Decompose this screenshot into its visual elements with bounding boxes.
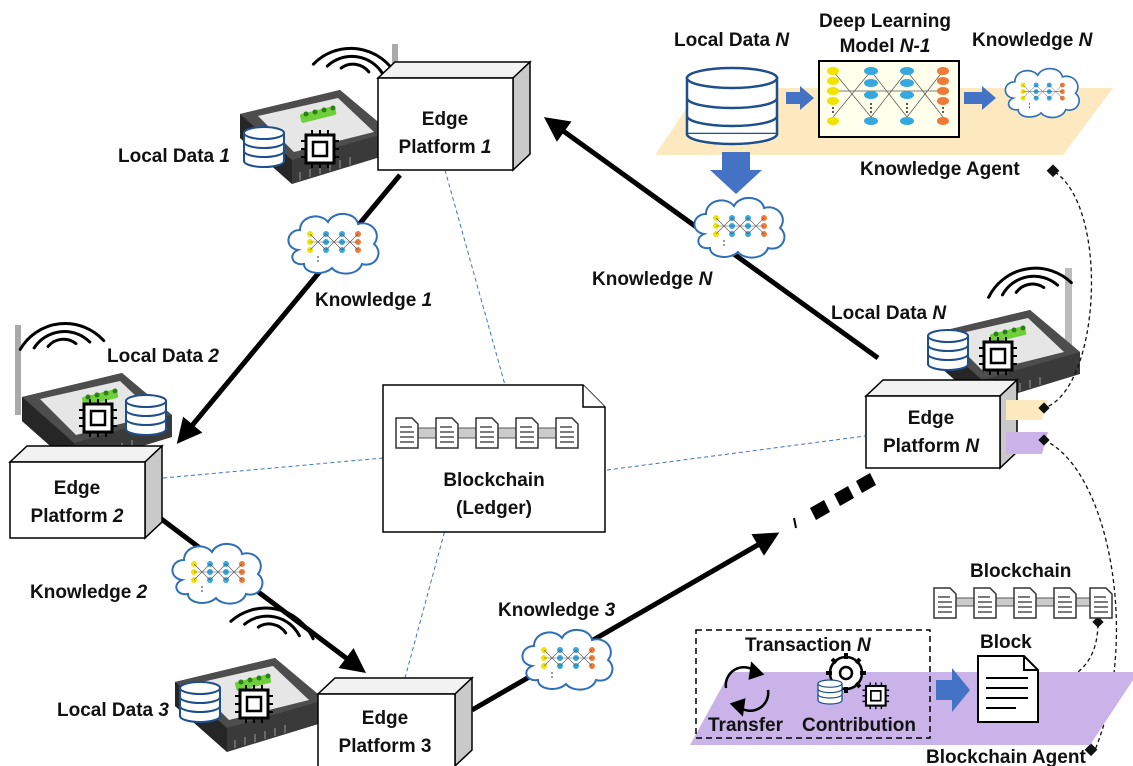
to-model-arrow (786, 86, 814, 110)
ledger-link-n (606, 435, 866, 471)
local-data-3-db-icon (179, 681, 221, 723)
knowledge-3-label: Knowledge 3 (498, 600, 616, 621)
edge-1-line1: Edge (422, 109, 468, 130)
blockchain-chain-icon (933, 587, 1113, 619)
blockchain-agent-tab (1006, 432, 1048, 454)
agent-local-data-label: Local Data N (674, 30, 790, 51)
local-data-3-label: Local Data 3 (57, 700, 169, 721)
arrow-2-to-3 (158, 516, 366, 674)
router-1 (239, 41, 402, 185)
edge-1-line2: Platform 1 (399, 137, 492, 158)
contribution-icon (817, 653, 891, 711)
to-block-arrow (936, 668, 970, 712)
blockchain-agent-title: Blockchain Agent (926, 747, 1086, 766)
knowledge-agent-panel: Local Data N Deep Learning Model N-1 Kno… (655, 11, 1113, 180)
deep-learning-model-icon (818, 60, 960, 138)
transfer-icon (724, 661, 770, 717)
router-3 (174, 598, 326, 753)
ledger-link-1 (444, 169, 506, 386)
block-document-icon (977, 655, 1039, 723)
blockchain-chain-label: Blockchain (970, 561, 1071, 582)
local-data-n-label: Local Data N (831, 303, 947, 324)
edge-2-line2: Platform 2 (31, 506, 124, 527)
edge-1-chip-icon (299, 128, 341, 170)
local-data-2-db-icon (125, 394, 167, 436)
knowledge-n-cloud-icon-flow (693, 196, 786, 259)
knowledge-agent-tab (1006, 400, 1048, 420)
edge-n-chip-icon (977, 335, 1019, 377)
contribution-label: Contribution (802, 715, 916, 736)
arrow-1-to-2 (176, 173, 402, 444)
local-data-n-db-icon (927, 329, 969, 371)
knowledge-3-cloud-icon (521, 628, 614, 691)
edge-platform-3[interactable]: Edge Platform 3 (316, 676, 474, 766)
edge-3-line2: Platform 3 (339, 736, 432, 757)
local-data-n-database-icon (685, 66, 779, 146)
knowledge-n-cloud-icon (1004, 67, 1081, 119)
knowledge-2-cloud-icon (171, 542, 264, 605)
edge-2-line1: Edge (54, 478, 100, 499)
agent-down-arrow (710, 152, 762, 194)
router-n (927, 260, 1081, 405)
ledger-title-line2: (Ledger) (456, 498, 532, 519)
agent-connectors (1039, 171, 1118, 751)
connector-endpoints (1034, 164, 1104, 757)
block-label: Block (980, 632, 1032, 653)
knowledge-n-label: Knowledge N (592, 269, 714, 290)
router-2 (15, 317, 173, 468)
blockchain-agent-panel: Blockchain Block Transaction N Transfer … (690, 561, 1133, 766)
ledger-link-2 (162, 457, 384, 479)
ledger-title-line1: Blockchain (443, 470, 544, 491)
local-data-1-label: Local Data 1 (118, 146, 230, 167)
edge-platform-n[interactable]: Edge Platform N (864, 378, 1048, 470)
edge-3-line1: Edge (362, 708, 408, 729)
ellipsis-dashes (793, 473, 876, 529)
edge-n-line2: Platform N (883, 436, 980, 457)
model-title-line1: Deep Learning (819, 11, 951, 32)
knowledge-flow-arrows (158, 117, 880, 713)
knowledge-1-label: Knowledge 1 (315, 290, 432, 311)
transfer-label: Transfer (708, 715, 784, 736)
edge-platform-2[interactable]: Edge Platform 2 (8, 444, 164, 540)
edge-2-chip-icon (77, 397, 119, 439)
model-title-line2: Model N-1 (840, 36, 931, 57)
knowledge-1-cloud-icon (287, 212, 380, 275)
local-data-1-db-icon (243, 126, 285, 168)
ledger-link-3 (404, 529, 446, 679)
arrow-3-to-n (470, 532, 780, 713)
edge-n-line1: Edge (908, 408, 954, 429)
agent-knowledge-label: Knowledge N (972, 30, 1094, 51)
local-data-2-label: Local Data 2 (107, 346, 219, 367)
to-knowledge-arrow (964, 86, 996, 110)
knowledge-agent-title: Knowledge Agent (860, 159, 1020, 180)
ledger-links (162, 169, 866, 679)
edge-platform-1[interactable]: Edge Platform 1 (376, 60, 532, 172)
transaction-box (695, 629, 931, 739)
knowledge-2-label: Knowledge 2 (30, 582, 148, 603)
blockchain-ledger: Blockchain (Ledger) (382, 384, 606, 533)
edge-3-chip-icon (233, 683, 275, 725)
transaction-label: Transaction N (745, 635, 872, 656)
